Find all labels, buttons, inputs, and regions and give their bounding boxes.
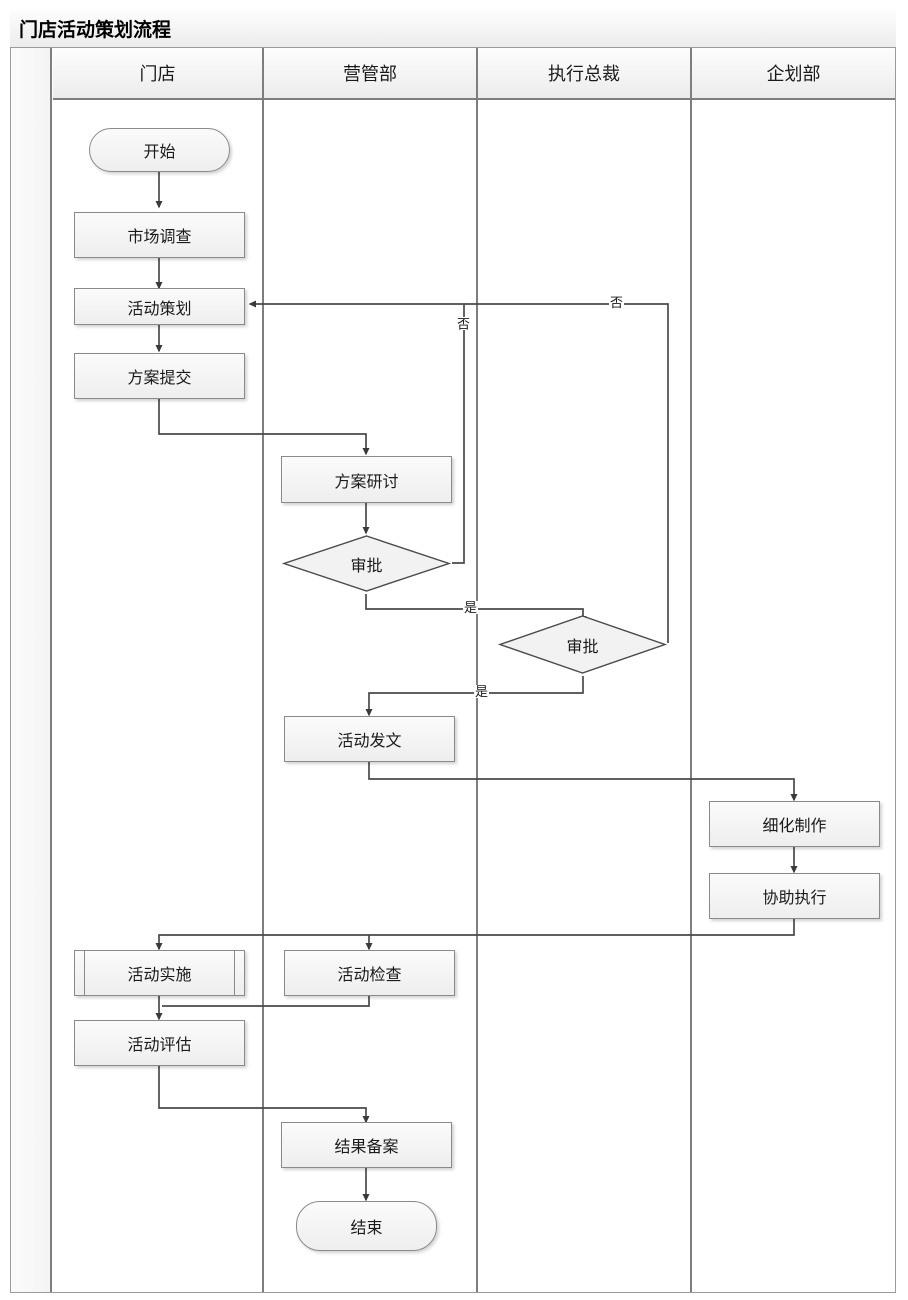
lane-label-store: 门店: [139, 64, 176, 84]
edge-label-approve-ops-yes: 是: [463, 600, 479, 615]
node-proposal-submit[interactable]: 方案提交: [74, 353, 245, 399]
node-label-detailed-production: 细化制作: [762, 818, 827, 835]
node-label-market-survey: 市场调查: [127, 229, 192, 246]
node-start[interactable]: 开始: [89, 128, 230, 172]
node-issue-document[interactable]: 活动发文: [284, 716, 455, 762]
node-label-end: 结束: [350, 1220, 383, 1237]
node-label-proposal-submit: 方案提交: [127, 370, 192, 387]
node-end[interactable]: 结束: [296, 1201, 437, 1251]
page-title: 门店活动策划流程: [19, 20, 172, 41]
node-label-issue-document: 活动发文: [337, 733, 402, 750]
lane-header-ceo: 执行总裁: [478, 48, 690, 100]
lane-label-ceo: 执行总裁: [548, 64, 620, 84]
diagram-title-bar: 门店活动策划流程: [10, 10, 896, 48]
node-market-survey[interactable]: 市场调查: [74, 212, 245, 258]
node-label-assist-execution: 协助执行: [762, 890, 827, 907]
node-approval-ceo[interactable]: 审批: [497, 613, 668, 676]
edge-label-approve-ceo-no: 否: [609, 295, 625, 310]
diamond-shape-ceo: [497, 615, 668, 674]
node-activity-inspection[interactable]: 活动检查: [284, 950, 455, 996]
node-label-activity-evaluation: 活动评估: [127, 1037, 192, 1054]
node-assist-execution[interactable]: 协助执行: [709, 873, 880, 919]
edge-label-approve-ops-no: 否: [455, 317, 470, 330]
node-result-filing[interactable]: 结果备案: [281, 1122, 452, 1168]
lane-header-store: 门店: [53, 48, 262, 100]
node-activity-evaluation[interactable]: 活动评估: [74, 1020, 245, 1066]
node-label-start: 开始: [143, 144, 176, 161]
diagram-frame: [10, 10, 896, 1293]
node-activity-planning[interactable]: 活动策划: [74, 288, 245, 325]
node-label-activity-execution: 活动实施: [127, 967, 192, 984]
lane-header-planning: 企划部: [692, 48, 895, 100]
lane-header-ops: 营管部: [264, 48, 476, 100]
edge-label-approve-ceo-yes: 是: [474, 684, 490, 699]
lane-divider-2: [476, 48, 478, 1292]
lane-divider-1: [262, 48, 264, 1292]
node-label-approval-ceo: 审批: [566, 638, 599, 656]
lane-label-ops: 营管部: [343, 64, 397, 84]
node-label-activity-inspection: 活动检查: [337, 967, 402, 984]
node-detailed-production[interactable]: 细化制作: [709, 801, 880, 847]
lane-left-strip: [11, 48, 52, 1292]
node-activity-execution[interactable]: 活动实施: [74, 950, 245, 996]
node-label-approval-ops: 审批: [350, 557, 383, 575]
node-proposal-discuss[interactable]: 方案研讨: [281, 456, 452, 503]
node-label-activity-planning: 活动策划: [127, 300, 192, 318]
diamond-shape-ops: [281, 535, 452, 592]
lane-divider-3: [690, 48, 692, 1292]
node-approval-ops[interactable]: 审批: [281, 533, 452, 594]
lane-label-planning: 企划部: [766, 64, 821, 84]
node-label-proposal-discuss: 方案研讨: [334, 473, 399, 491]
node-label-result-filing: 结果备案: [334, 1139, 399, 1156]
